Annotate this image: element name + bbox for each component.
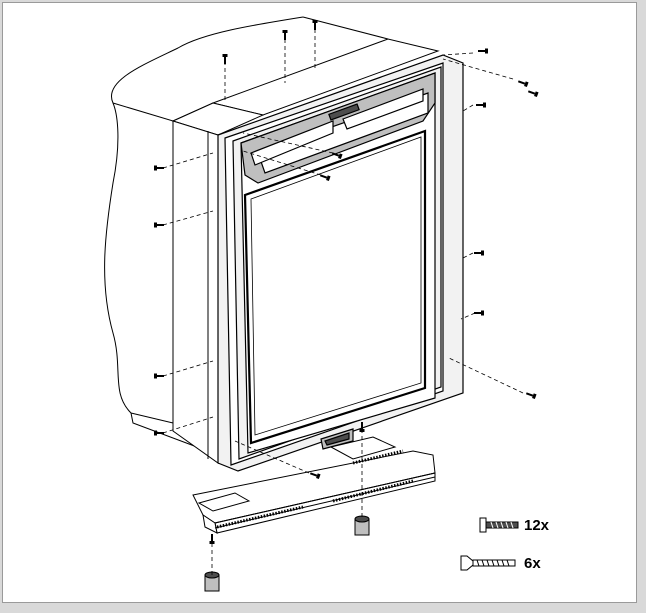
screw-right-5 [474,250,484,256]
foot-right [354,515,370,536]
screw-long-count: 6x [524,555,541,572]
cabinet-side-panel [172,120,219,464]
vent-grille [192,436,436,534]
diagram-canvas: 12x 6x [2,2,637,603]
screw-top-3 [312,20,318,30]
pan-head-screw-icon [479,517,519,533]
screw-right-4 [476,102,486,108]
screw-bottom-2 [209,534,215,544]
countersunk-screw-icon [460,555,516,571]
screw-top-1 [222,54,228,64]
screw-top-2 [282,30,288,40]
assembly-lines [162,29,524,575]
screw-left-3 [154,373,164,379]
screw-left-4 [154,430,164,436]
screw-left-2 [154,222,164,228]
cabinet-top [171,38,440,136]
screw-right-7 [525,390,537,400]
screw-right-6 [474,310,484,316]
screw-right-1 [478,48,488,54]
screw-right-3 [527,88,539,98]
fridge-door [240,72,436,454]
installation-diagram [104,16,539,592]
screw-short-count: 12x [524,517,550,534]
screw-left-1 [154,165,164,171]
screw-right-2 [517,78,529,88]
